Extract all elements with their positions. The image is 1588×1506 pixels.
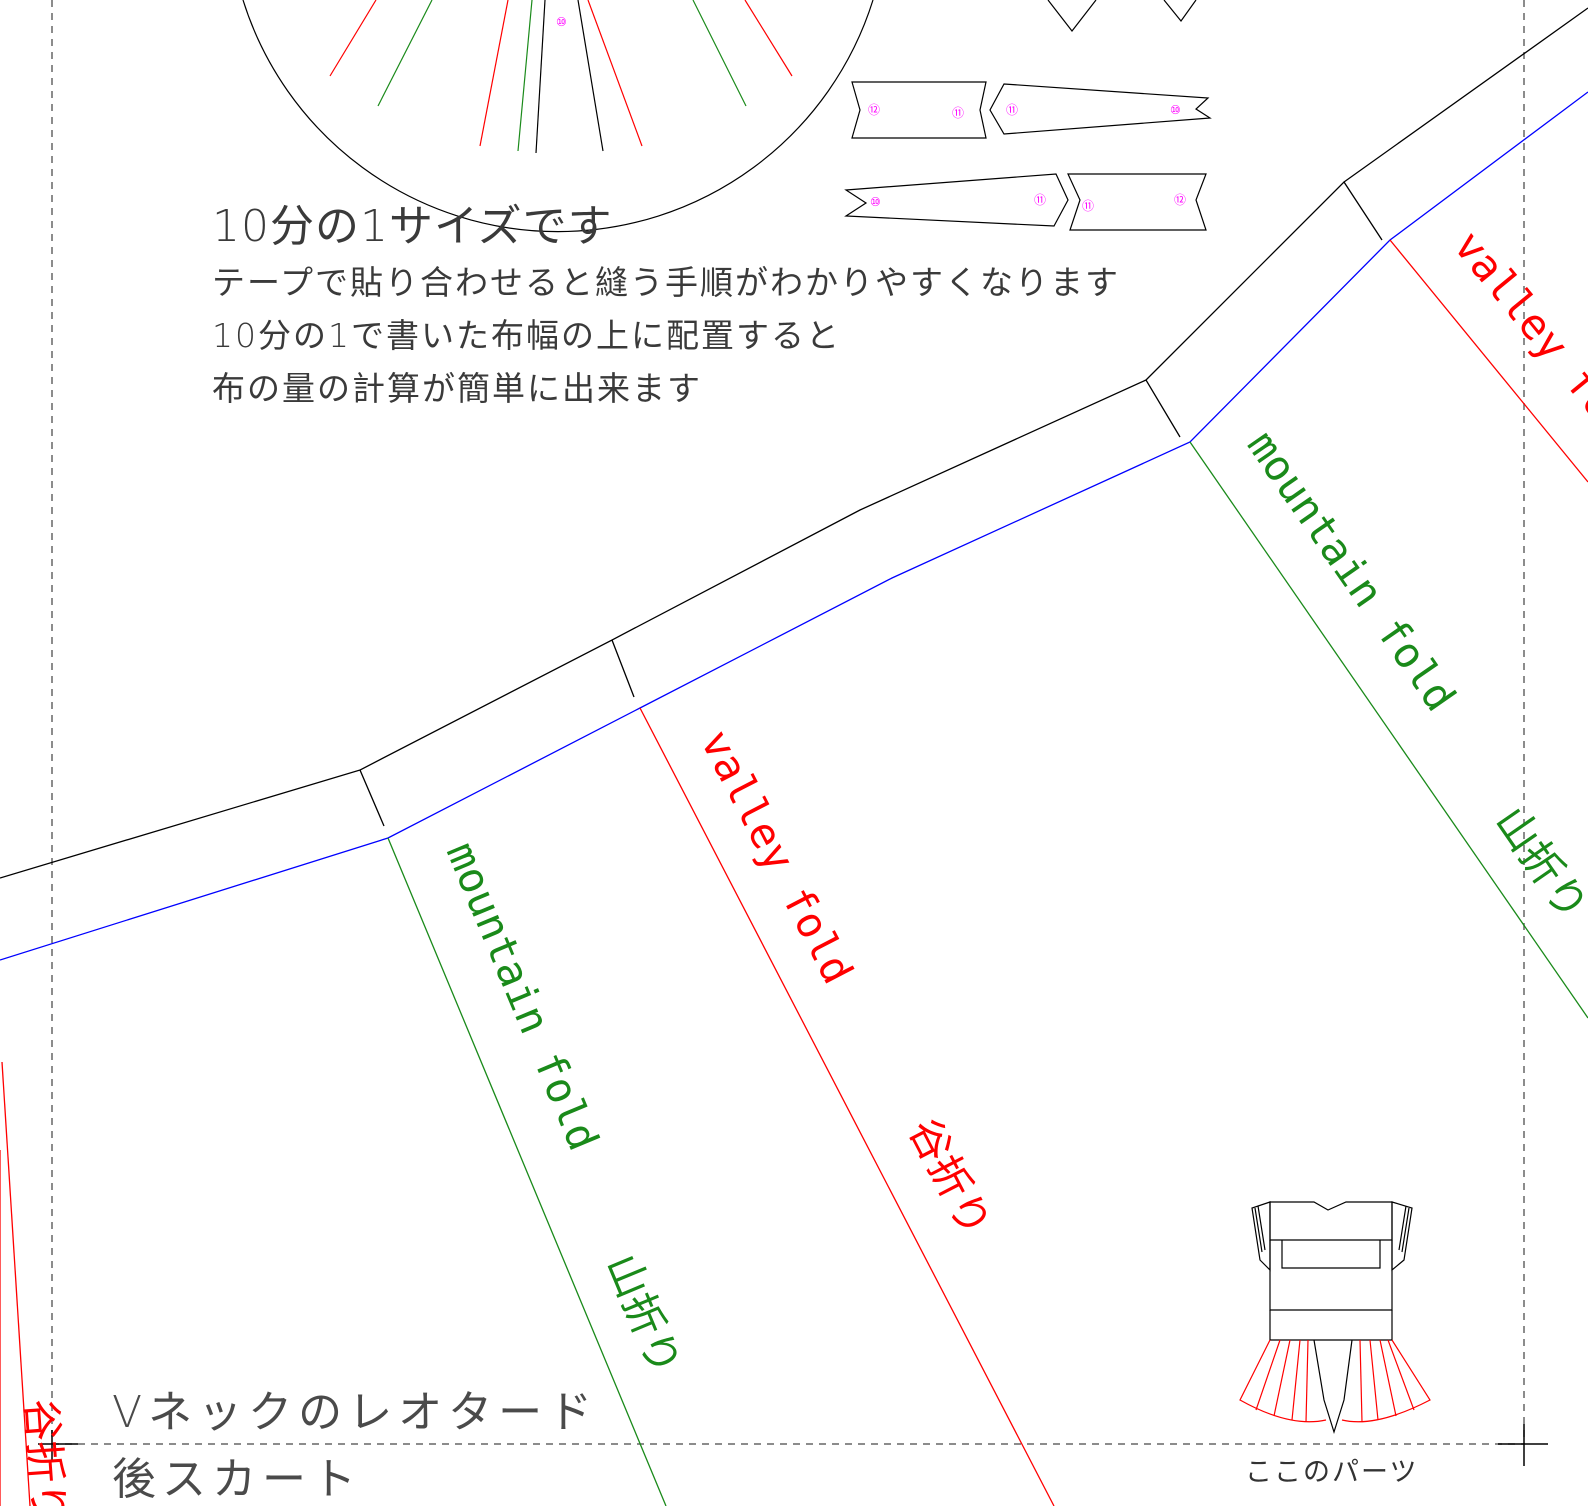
leotard-right-sleeve-pleat — [1398, 1205, 1410, 1253]
strap-piece-a — [851, 81, 987, 139]
strap-c-num-11: ⑪ — [1034, 193, 1046, 207]
leotard-thumbnail — [1239, 1201, 1431, 1435]
mini-dart-1 — [1047, 0, 1097, 32]
leotard-collar — [1269, 1201, 1393, 1241]
mini-skirt-hem — [242, 0, 874, 233]
mountain-fold-label-1-ja: 山折り — [597, 1247, 691, 1382]
strap-d-num-12: ⑫ — [1174, 193, 1186, 207]
mini-fold-1 — [329, 0, 377, 77]
mini-strap-pieces — [844, 81, 1212, 231]
leotard-skirt-pleat-6 — [1369, 1339, 1379, 1421]
mountain-fold-label-2-ja: 山折り — [1486, 798, 1588, 929]
leotard-skirt-hem — [1239, 1339, 1431, 1423]
valley-fold-label-left-ja: 谷折り — [16, 1397, 74, 1506]
part-name: 後スカート — [112, 1454, 362, 1505]
strap-d-num-11: ⑪ — [1082, 199, 1094, 213]
valley-fold-label-2-en: valley fold — [1444, 221, 1588, 467]
leotard-skirt-pleat-4 — [1305, 1339, 1309, 1423]
mountain-fold-label-1-en: mountain fold — [437, 835, 609, 1157]
mini-fold-3 — [479, 0, 509, 147]
valley-fold-label-1-ja: 谷折り — [899, 1110, 1000, 1244]
mountain-fold-line-2 — [1189, 441, 1588, 1019]
left-edge-fold-line — [1, 1061, 31, 1506]
mini-fold-4 — [517, 0, 533, 152]
leotard-right-sleeve — [1391, 1201, 1413, 1272]
strap-piece-numbers: ⑫ ⑪ ⑪ ⑩ ⑩ ⑪ ⑪ ⑫ — [868, 103, 1186, 213]
leotard-skirt-pleat-5 — [1359, 1339, 1363, 1423]
part-caption: ここのパーツ — [1245, 1457, 1419, 1488]
leotard-left-sleeve — [1251, 1201, 1271, 1272]
waist-cut-outline — [0, 7, 1588, 879]
mini-fold-8 — [692, 0, 747, 107]
leotard-skirt-pleat-7 — [1379, 1339, 1397, 1417]
mini-fold-5 — [535, 0, 546, 154]
registration-marks — [38, 1424, 1548, 1466]
strap-piece-d — [1067, 173, 1207, 231]
strap-b-num-10: ⑩ — [1170, 103, 1181, 117]
mini-skirt-number: ⑩ — [556, 15, 567, 29]
page-guides — [51, 0, 1525, 1445]
mini-fold-2 — [377, 0, 433, 107]
scale-note-line-3: 布の量の計算が簡単に出来ます — [212, 369, 702, 408]
leotard-body — [1251, 1201, 1413, 1435]
leotard-crotch — [1313, 1339, 1353, 1435]
mini-circle-skirt: ⑩ — [242, 0, 874, 233]
fold-label-group: mountain fold 山折り valley fold 谷折り mounta… — [16, 221, 1588, 1506]
strap-piece-c — [844, 173, 1069, 227]
leotard-skirt-pleat-3 — [1291, 1339, 1301, 1421]
mini-dart-2 — [1163, 0, 1197, 22]
valley-fold-line-1 — [639, 707, 1055, 1506]
leotard-skirt-pleat-2 — [1273, 1339, 1291, 1417]
valley-fold-line-2 — [1389, 239, 1588, 483]
mountain-fold-line-1 — [387, 837, 667, 1506]
mini-fold-6 — [577, 0, 604, 152]
leotard-waistband — [1269, 1310, 1393, 1341]
leotard-left-sleeve-pleat — [1254, 1205, 1266, 1253]
leotard-skirt — [1239, 1339, 1431, 1423]
leotard-bodice — [1269, 1240, 1393, 1311]
product-name: Vネックのレオタード — [112, 1387, 599, 1438]
scale-note-line-1: テープで貼り合わせると縫う手順がわかりやすくなります — [212, 263, 1121, 302]
scale-note-title: 10分の1サイズです — [212, 201, 613, 252]
scale-note-line-2: 10分の1で書いた布幅の上に配置すると — [212, 316, 841, 355]
mini-fold-9 — [744, 0, 793, 77]
leotard-neck-inner — [1281, 1240, 1381, 1269]
fold-lines — [0, 239, 1588, 1506]
strap-b-num-11: ⑪ — [1006, 103, 1018, 117]
strap-a-num-11: ⑪ — [952, 106, 964, 120]
strap-piece-b — [989, 83, 1212, 135]
mini-fold-7 — [587, 0, 643, 147]
leotard-skirt-pleat-8 — [1387, 1339, 1415, 1411]
strap-a-num-12: ⑫ — [868, 103, 880, 117]
skirt-waist-cut-line — [0, 7, 1588, 879]
leotard-skirt-pleat-1 — [1255, 1339, 1281, 1411]
strap-c-num-10: ⑩ — [870, 195, 881, 209]
mini-darts — [1047, 0, 1197, 32]
